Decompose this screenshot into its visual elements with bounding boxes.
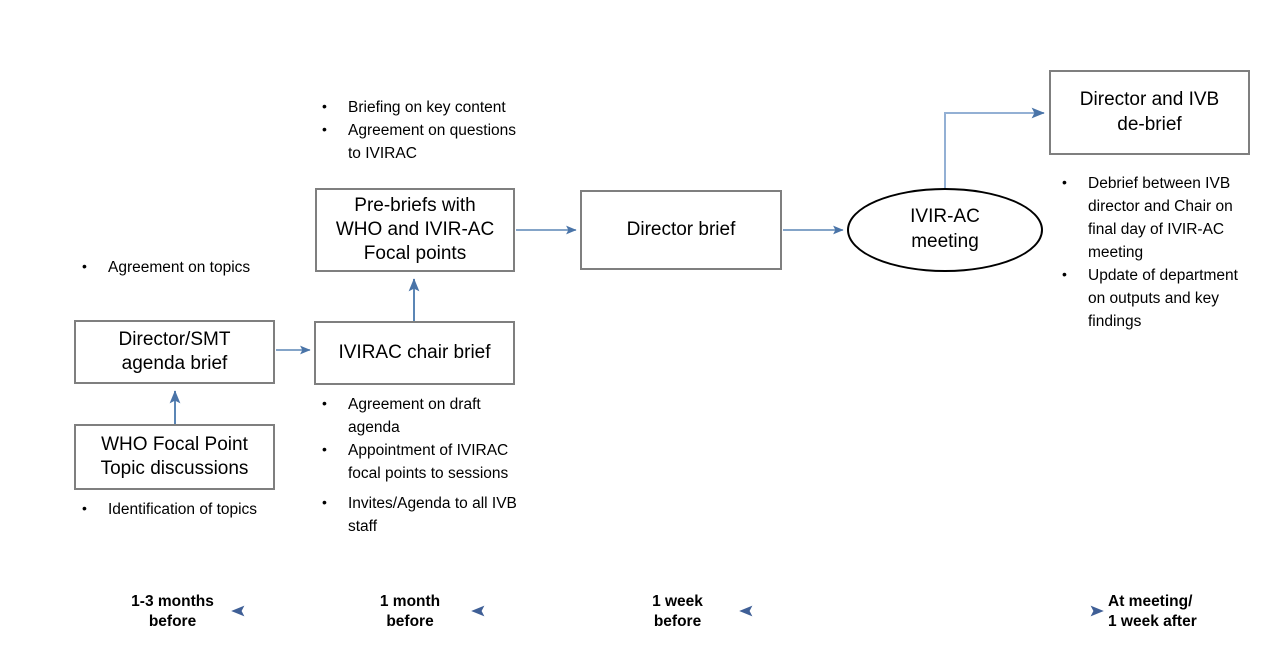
list-item: Identification of topics [78, 498, 283, 522]
node-director-ivb-debrief[interactable]: Director and IVB de-brief [1049, 70, 1250, 155]
timeline-label-1-week-before: 1 week before [652, 593, 703, 631]
node-pre-briefs-label: Pre-briefs with WHO and IVIR-AC Focal po… [335, 194, 495, 265]
node-who-focal-point[interactable]: WHO Focal Point Topic discussions [74, 424, 275, 490]
list-item: Debrief between IVB director and Chair o… [1058, 172, 1258, 265]
node-director-brief-label: Director brief [626, 218, 736, 240]
node-ivirac-chair-brief[interactable]: IVIRAC chair brief [314, 321, 515, 385]
node-director-brief[interactable]: Director brief [580, 190, 782, 270]
list-item: Agreement on topics [78, 256, 283, 280]
timeline-label-1-month-before: 1 month before [379, 593, 441, 631]
node-director-smt[interactable]: Director/SMT agenda brief [74, 320, 275, 384]
who-focal-point-notes: Identification of topics [78, 498, 283, 522]
node-director-ivb-debrief-label: Director and IVB de-brief [1079, 89, 1220, 135]
node-ivir-ac-meeting-label: IVIR-AC meeting [910, 206, 980, 252]
node-pre-briefs[interactable]: Pre-briefs with WHO and IVIR-AC Focal po… [315, 188, 515, 272]
list-item: Agreement on draft agenda [318, 393, 526, 440]
debrief-notes: Debrief between IVB director and Chair o… [1058, 172, 1258, 334]
edge-meeting-to-debrief [944, 107, 1045, 190]
director-smt-notes: Agreement on topics [78, 256, 283, 280]
list-item: Invites/Agenda to all IVB staff [318, 492, 526, 539]
list-item: Update of department on outputs and key … [1058, 264, 1258, 334]
timeline-label-1-3-months-before: 1-3 months before [131, 593, 214, 631]
list-item: Appointment of IVIRAC focal points to se… [318, 439, 526, 486]
list-item: Briefing on key content [318, 96, 530, 120]
ivirac-chair-brief-notes: Agreement on draft agenda Appointment of… [318, 393, 526, 539]
node-ivirac-chair-brief-label: IVIRAC chair brief [338, 341, 491, 363]
node-ivir-ac-meeting[interactable]: IVIR-AC meeting [847, 188, 1043, 272]
node-director-smt-label: Director/SMT agenda brief [118, 328, 231, 374]
node-who-focal-point-label: WHO Focal Point Topic discussions [100, 433, 249, 479]
list-item: Agreement on questions to IVIRAC [318, 119, 530, 166]
timeline-label-at-meeting-1-week-after: At meeting/ 1 week after [1108, 593, 1197, 631]
pre-briefs-notes: Briefing on key content Agreement on que… [318, 96, 530, 166]
